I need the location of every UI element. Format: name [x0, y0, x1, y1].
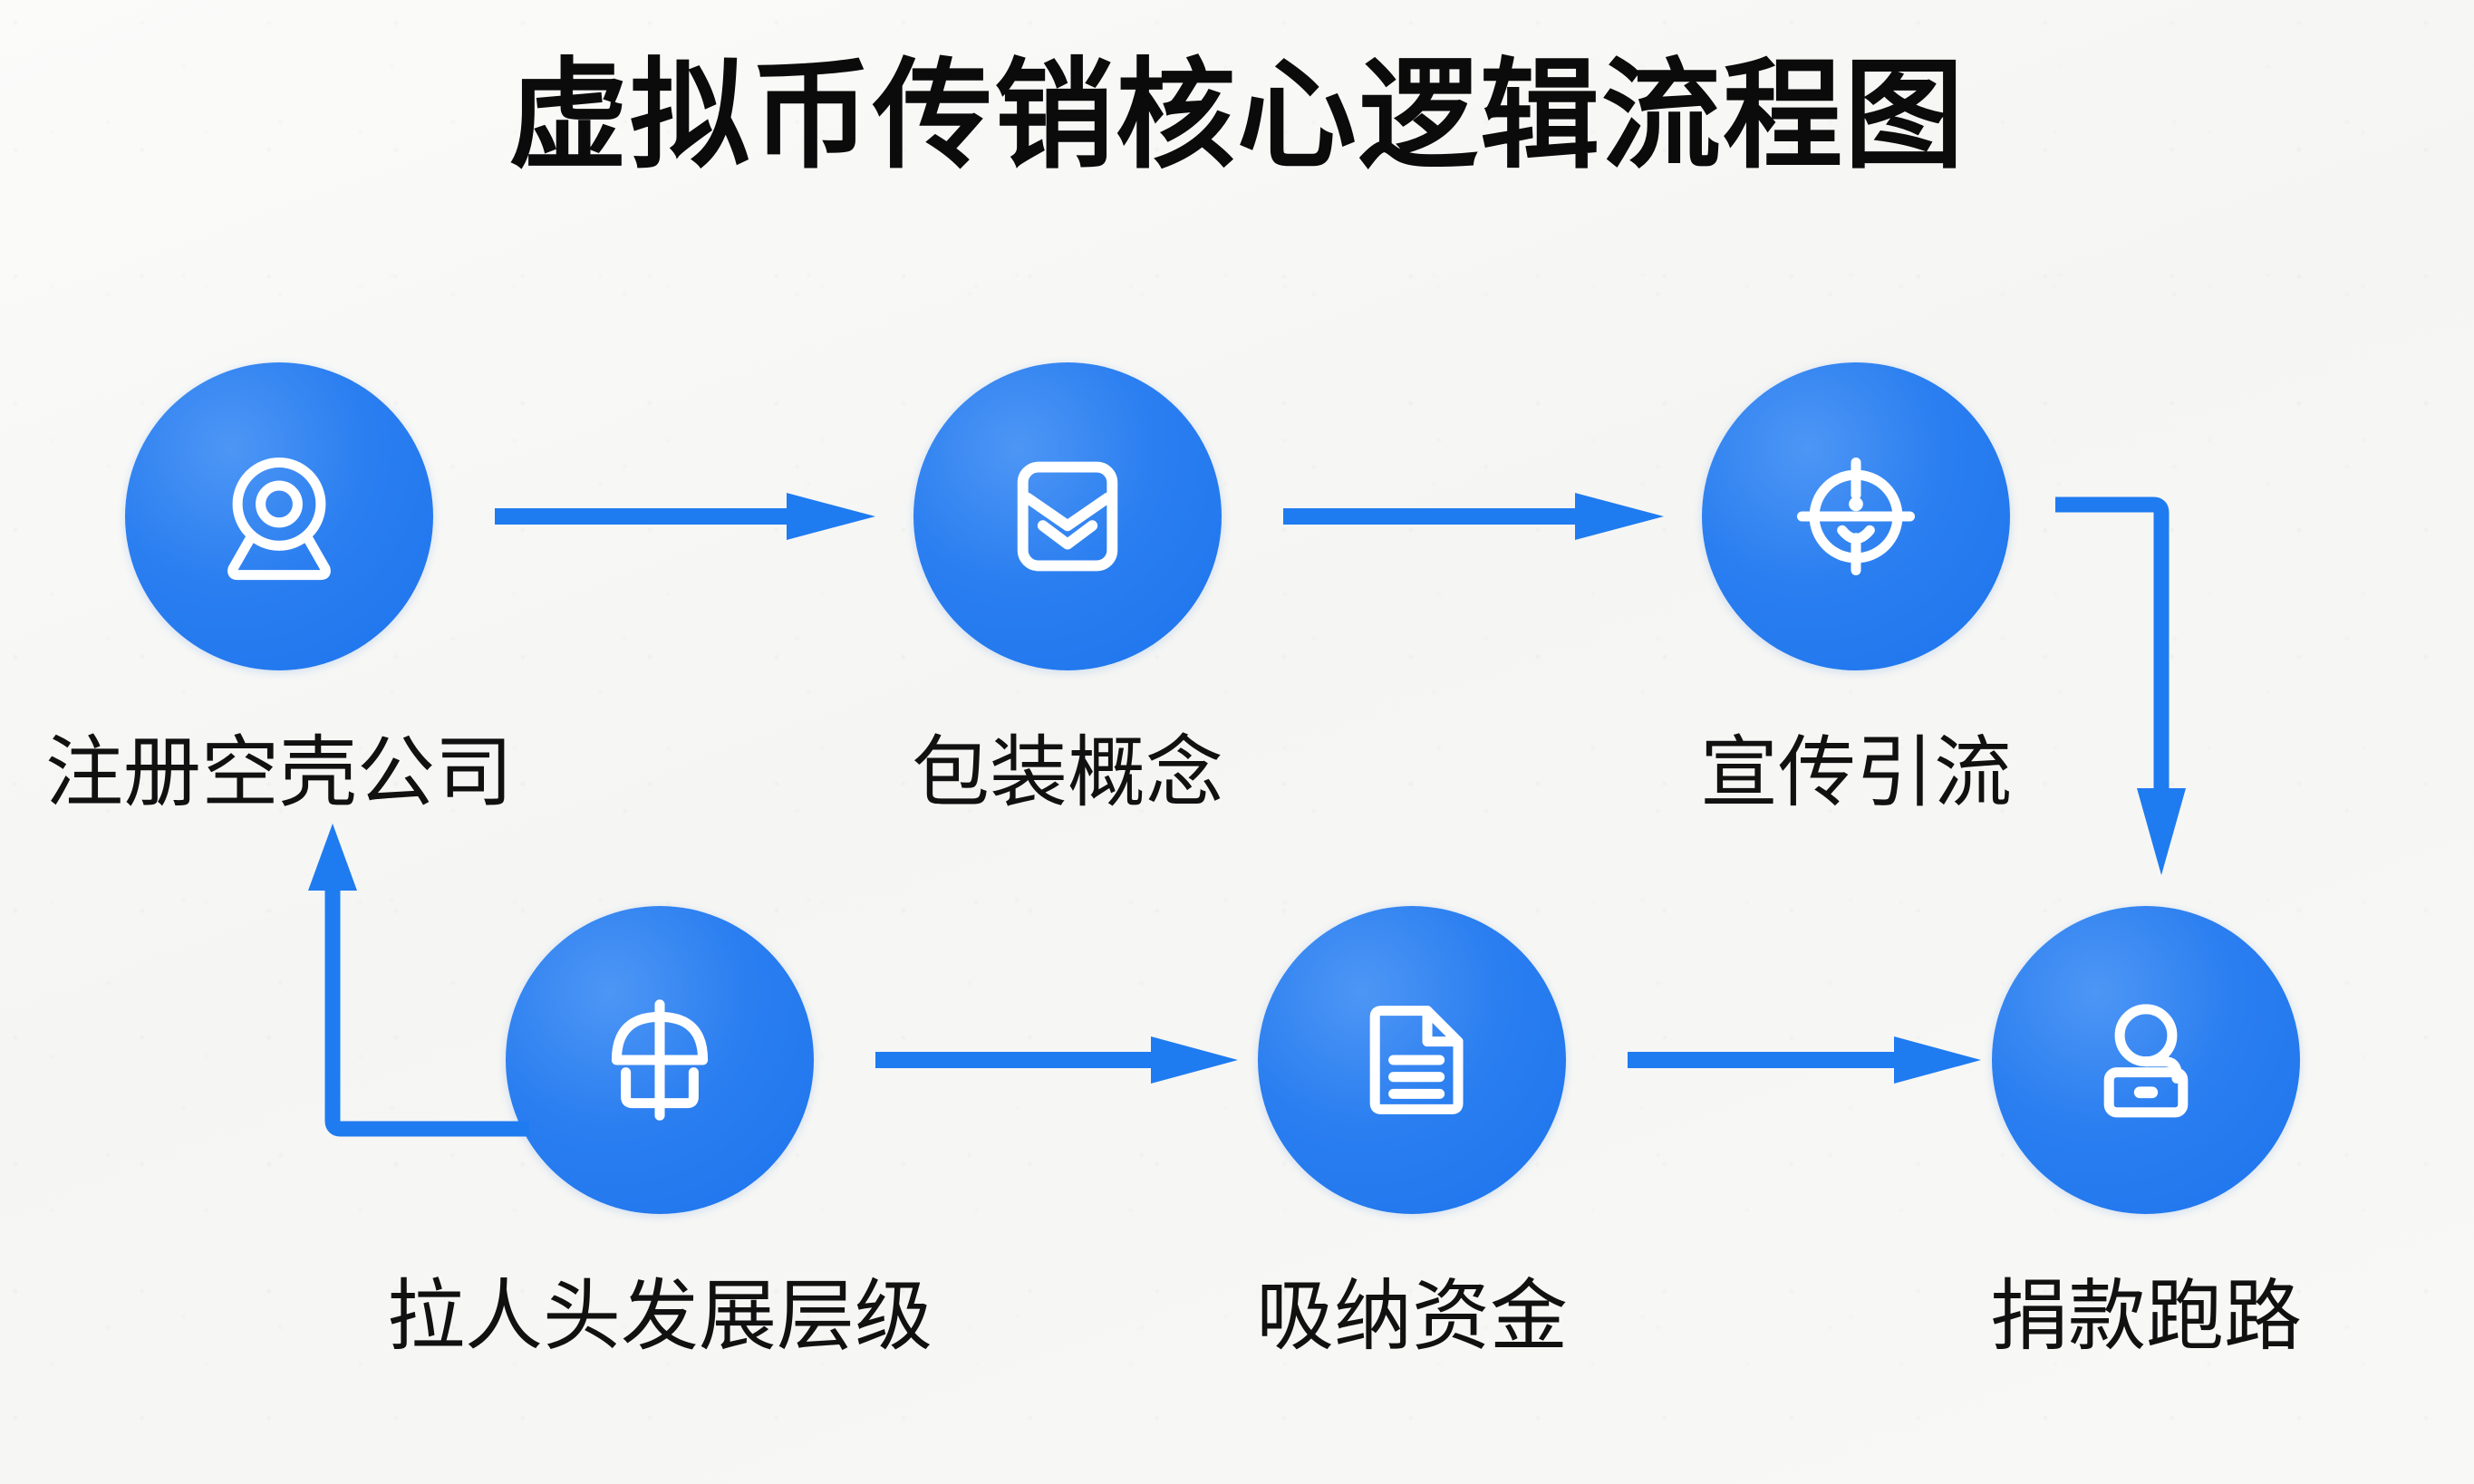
connector-register-to-package — [495, 480, 875, 553]
node-circle — [1258, 906, 1566, 1214]
flow-node-label: 宣传引流 — [1700, 729, 2012, 816]
flow-node-label: 吸纳资金 — [1256, 1273, 1568, 1360]
flow-node-promotion-traffic[interactable]: 宣传引流 — [1700, 362, 2012, 814]
node-circle — [506, 906, 814, 1214]
connector-recruit-to-funds — [875, 1024, 1238, 1096]
node-circle — [1702, 362, 2010, 670]
node-circle — [913, 362, 1222, 670]
flow-node-label: 拉人头发展层级 — [387, 1273, 933, 1360]
connector-promotion-to-abscond — [2050, 496, 2222, 877]
document-lines-icon — [1369, 1006, 1464, 1114]
node-caption-wrap: 注册空壳公司 — [45, 701, 513, 814]
arrow-right-icon — [1628, 1036, 1981, 1084]
flow-node-abscond-with-funds[interactable]: 捐款跑路 — [1990, 906, 2302, 1357]
arrow-right-icon — [1283, 493, 1664, 540]
arrow-elbow-up-icon — [308, 824, 529, 1137]
flow-node-recruit-levels[interactable]: 拉人头发展层级 — [387, 906, 933, 1357]
node-caption-wrap: 吸纳资金 — [1256, 1245, 1568, 1360]
crosshair-target-icon — [1796, 457, 1916, 576]
connector-package-to-promotion — [1283, 480, 1664, 553]
node-caption-wrap: 包装概念 — [912, 701, 1223, 814]
connector-funds-to-abscond — [1628, 1024, 1981, 1096]
person-laptop-icon — [2103, 1004, 2189, 1118]
flow-node-package-concept[interactable]: 包装概念 — [912, 362, 1223, 814]
flow-node-label: 包装概念 — [912, 729, 1223, 816]
arrow-elbow-down-icon — [2055, 496, 2186, 875]
node-circle — [125, 362, 433, 670]
flow-node-register-shell-company[interactable]: 注册空壳公司 — [45, 362, 513, 814]
connector-recruit-to-register — [299, 820, 535, 1137]
node-circle — [1992, 906, 2300, 1214]
node-caption-wrap: 捐款跑路 — [1990, 1245, 2302, 1360]
page-title: 虚拟币传销核心逻辑流程图 — [508, 49, 1966, 182]
webcam-person-icon — [227, 457, 331, 581]
envelope-icon — [1017, 461, 1118, 572]
node-caption-wrap: 拉人头发展层级 — [387, 1245, 933, 1360]
arrow-right-icon — [495, 493, 875, 540]
node-caption-wrap: 宣传引流 — [1700, 701, 2012, 814]
flow-node-absorb-funds[interactable]: 吸纳资金 — [1256, 906, 1568, 1357]
arrow-right-icon — [875, 1036, 1238, 1084]
flow-node-label: 注册空壳公司 — [45, 729, 513, 816]
umbrella-network-icon — [611, 999, 709, 1121]
flow-node-label: 捐款跑路 — [1990, 1273, 2302, 1360]
